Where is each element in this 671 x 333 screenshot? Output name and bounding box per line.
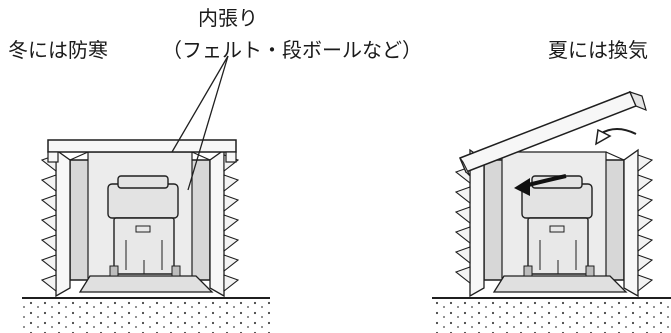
side-panel-right	[623, 148, 654, 298]
appliance-icon	[521, 175, 595, 277]
ground-right	[432, 297, 671, 333]
summer-shelter-icon	[432, 91, 671, 333]
lining-leader-lines	[171, 55, 229, 191]
winter-shelter-icon	[22, 55, 270, 333]
side-panel-right	[209, 148, 240, 298]
roof-right-open	[459, 91, 647, 177]
appliance-icon	[107, 175, 181, 277]
ventilation-arrow-icon	[514, 128, 637, 196]
ground-left	[22, 297, 270, 333]
base-tray-left	[78, 275, 214, 293]
roof-left	[47, 139, 237, 163]
side-panel-left	[40, 148, 71, 298]
lining-detail-label: （フェルト・段ボールなど）	[162, 38, 422, 62]
summer-label: 夏には換気	[548, 38, 648, 62]
base-tray-right	[492, 275, 628, 293]
side-panel-left	[454, 148, 485, 298]
winter-label: 冬には防寒	[8, 38, 108, 62]
lining-label: 内張り	[198, 6, 258, 30]
